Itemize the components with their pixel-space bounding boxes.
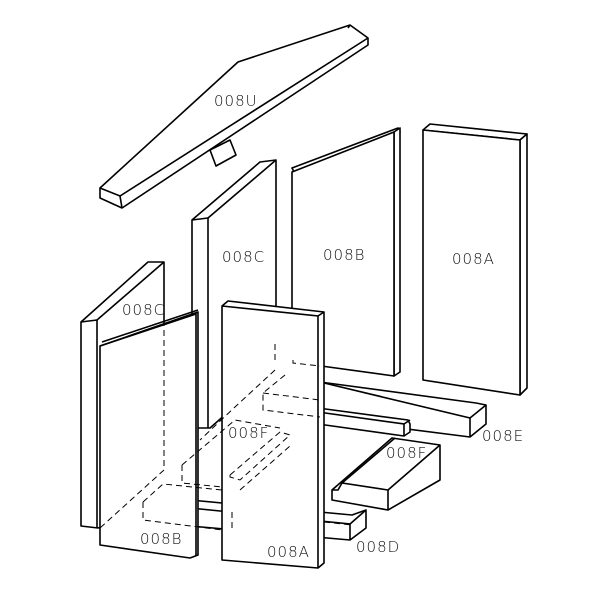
label-008e: 008E — [482, 427, 524, 445]
label-008u: 008U — [214, 92, 258, 110]
label-008f-hidden: 008F — [228, 424, 269, 442]
label-008c-lower: 008C — [122, 301, 165, 319]
label-008c-upper: 008C — [222, 248, 265, 266]
label-008d: 008D — [356, 538, 400, 556]
label-008f-right: 008F — [386, 444, 427, 462]
label-008a-front: 008A — [267, 543, 310, 561]
label-008b-front: 008B — [140, 530, 182, 548]
panel-008a-front — [221, 300, 325, 569]
label-008a-back: 008A — [452, 250, 495, 268]
block-008f — [331, 437, 441, 511]
cover-008u — [99, 24, 369, 209]
hidden-lines — [99, 300, 353, 531]
panel-008b-front — [99, 309, 199, 559]
panel-008a-back — [422, 123, 528, 396]
label-008b-back: 008B — [323, 246, 365, 264]
inner-bar — [317, 407, 411, 437]
